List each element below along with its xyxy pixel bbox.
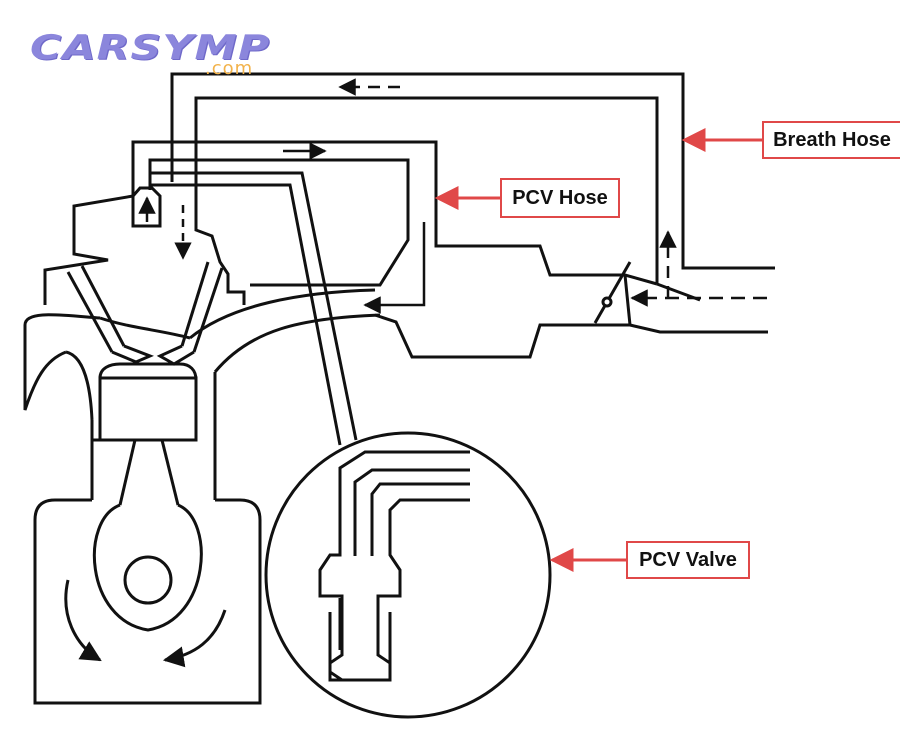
cylinder: [90, 362, 217, 500]
pcv-valve-label: PCV Valve: [626, 541, 750, 579]
pcv-hose: [131, 140, 658, 287]
crank-rotation-arrows: [64, 579, 227, 668]
throttle-valve: [593, 261, 632, 324]
flow-arrows: [138, 78, 767, 314]
intake-manifold: [189, 274, 768, 373]
crankcase: [33, 498, 262, 705]
piston: [92, 376, 198, 442]
intake-valve: [66, 265, 154, 364]
logo-domain-suffix: .com: [205, 58, 254, 79]
exhaust-valve: [156, 261, 224, 366]
pcv-hose-label: PCV Hose: [500, 178, 620, 218]
connecting-rod: [92, 439, 203, 632]
breath-hose-label: Breath Hose: [762, 121, 900, 159]
pcv-valve-small: [131, 186, 162, 228]
breath-hose: [170, 72, 775, 284]
pcv-valve-detail: [264, 431, 552, 719]
detail-leader: [150, 171, 358, 446]
carsymp-logo: CARSYMP: [30, 28, 271, 68]
cylinder-head: [23, 194, 246, 421]
